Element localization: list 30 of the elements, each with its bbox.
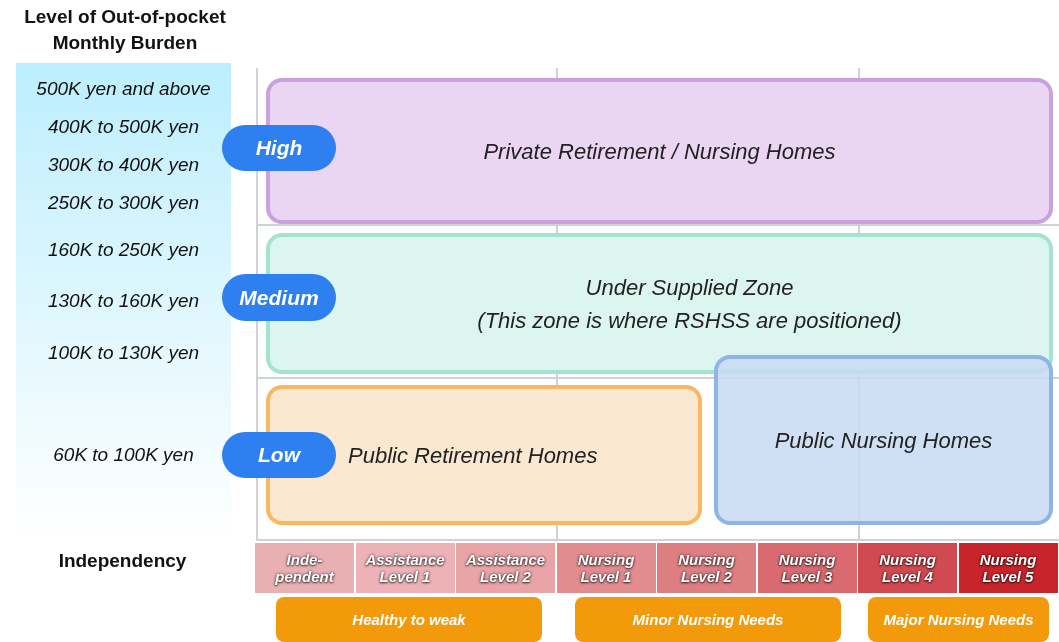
axis-value-label: 300K to 400K yen [46, 154, 201, 176]
axis-value-label: 400K to 500K yen [46, 116, 201, 138]
level-pill: High [222, 125, 336, 171]
care-level-cell: Inde- pendent [255, 543, 354, 593]
zone-title: Private Retirement / Nursing Homes [483, 137, 836, 166]
zone-box [714, 355, 1053, 525]
zone-title: Under Supplied Zone [585, 273, 794, 302]
axis-value-label: 60K to 100K yen [52, 444, 195, 466]
care-level-cell: Nursing Level 3 [757, 543, 857, 593]
needs-bar: Minor Nursing Needs [575, 597, 841, 642]
level-pill: Low [222, 432, 336, 478]
zone-note: (This zone is where RSHSS are positioned) [477, 306, 902, 335]
care-level-cell: Assistance Level 2 [456, 543, 555, 593]
axis-title: Independency [57, 549, 188, 573]
zone-title: Public Nursing Homes [774, 426, 993, 455]
axis-value-label: 250K to 300K yen [46, 192, 201, 214]
care-level-cell: Assistance Level 1 [355, 543, 455, 593]
care-level-cell: Nursing Level 1 [556, 543, 656, 593]
needs-bar: Healthy to weak [276, 597, 542, 642]
axis-value-label: 160K to 250K yen [46, 239, 201, 261]
care-level-cell: Nursing Level 5 [958, 543, 1058, 593]
axis-title: Level of Out-of-pocket Monthly Burden [23, 5, 227, 55]
zone-title: Public Retirement Homes [348, 441, 598, 470]
axis-value-label: 500K yen and above [35, 78, 212, 100]
level-pill: Medium [222, 274, 336, 321]
care-level-cell: Nursing Level 4 [858, 543, 957, 593]
needs-bar: Major Nursing Needs [868, 597, 1049, 642]
care-level-cell: Nursing Level 2 [657, 543, 756, 593]
axis-value-label: 100K to 130K yen [46, 342, 201, 364]
axis-value-label: 130K to 160K yen [46, 290, 201, 312]
